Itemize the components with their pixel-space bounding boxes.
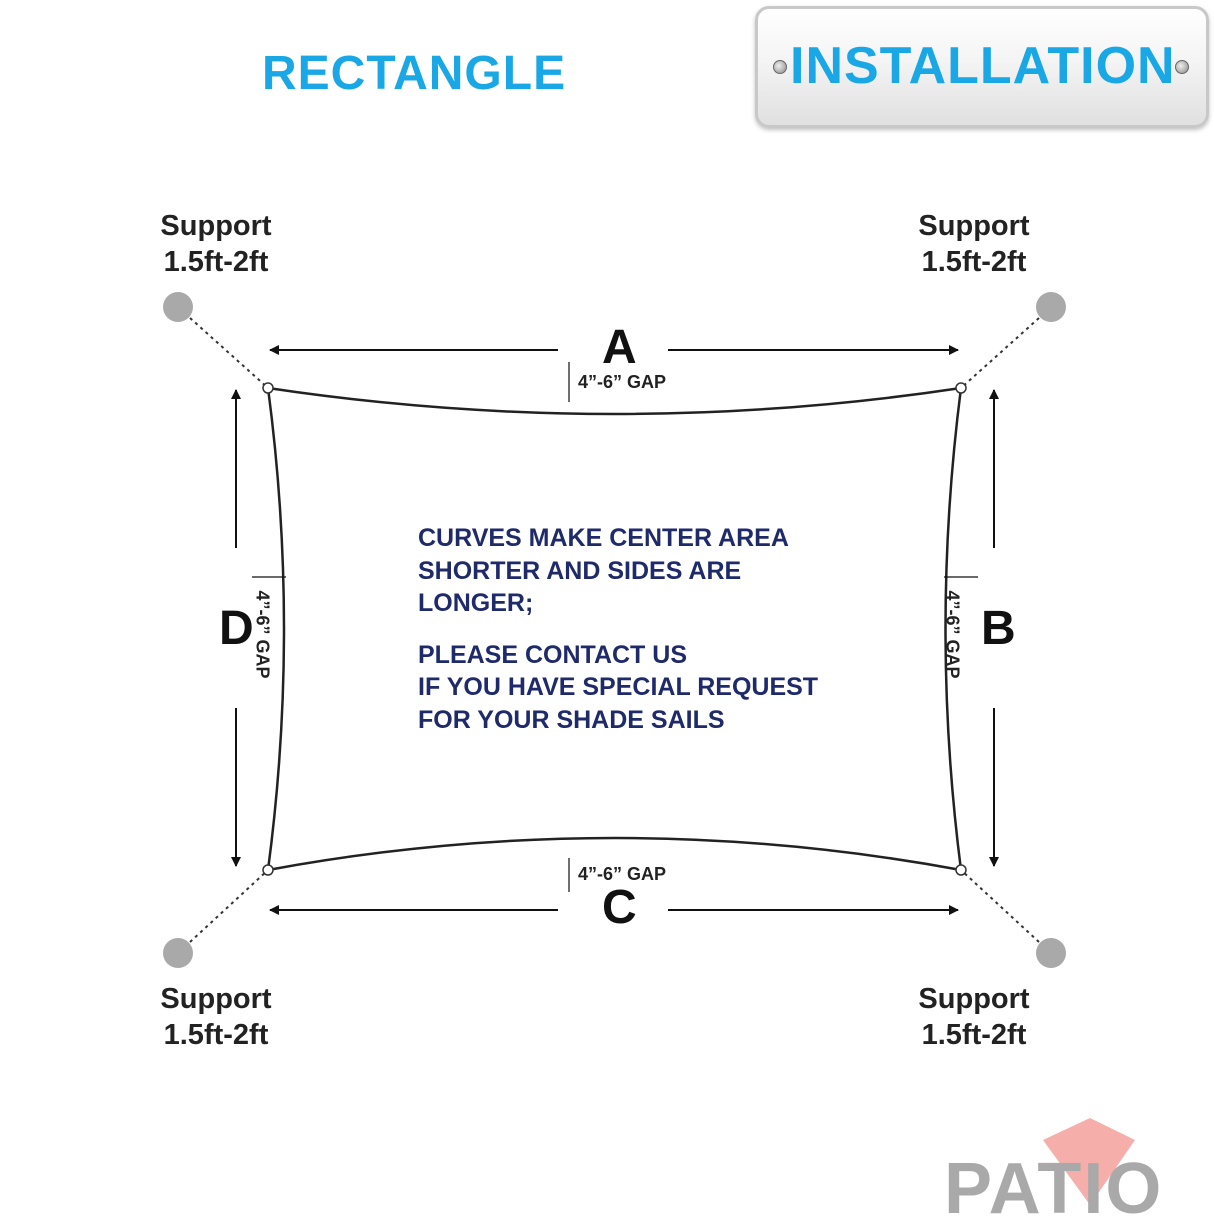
gap-label-left: 4”-6” GAP — [252, 590, 273, 679]
installation-badge-label: INSTALLATION — [790, 37, 1176, 95]
support-label-top-left: Support 1.5ft-2ft — [146, 208, 286, 280]
note-line: CURVES MAKE CENTER AREA — [418, 524, 789, 552]
tension-line — [189, 869, 269, 943]
note-line: FOR YOUR SHADE SAILS — [418, 705, 725, 734]
logo-triangle-icon — [1043, 1118, 1135, 1205]
support-post — [163, 938, 193, 968]
installation-badge — [755, 6, 1209, 128]
d-ring — [262, 382, 274, 394]
note-line: SHORTER AND SIDES ARE — [418, 556, 742, 585]
support-label-bottom-left: Support 1.5ft-2ft — [146, 981, 286, 1053]
support-post — [1036, 292, 1066, 322]
gap-label-right: 4”-6” GAP — [942, 590, 963, 679]
support-distance: 1.5ft-2ft — [921, 1019, 1027, 1051]
note-line: PLEASE CONTACT US — [418, 640, 687, 669]
brand-logo: PATIO — [944, 1149, 1164, 1229]
support-text: Support — [160, 983, 272, 1015]
support-distance: 1.5ft-2ft — [163, 246, 269, 278]
support-text: Support — [160, 210, 272, 242]
d-ring — [955, 864, 967, 876]
support-text: Support — [918, 983, 1030, 1015]
tension-line — [189, 317, 269, 389]
note-line: IF YOU HAVE SPECIAL REQUEST — [418, 673, 819, 701]
gap-label-top: 4”-6” GAP — [578, 372, 667, 392]
screw-icon — [773, 60, 787, 74]
support-distance: 1.5ft-2ft — [163, 1019, 269, 1051]
support-post — [1036, 938, 1066, 968]
note-line: LONGER; — [418, 589, 534, 617]
side-label-c: C — [602, 881, 637, 934]
tension-line — [960, 869, 1040, 943]
d-ring — [955, 382, 967, 394]
side-label-b: B — [981, 602, 1016, 655]
support-text: Support — [918, 210, 1030, 242]
support-label-bottom-right: Support 1.5ft-2ft — [904, 981, 1044, 1053]
side-label-d: D — [219, 602, 254, 655]
tension-line — [960, 317, 1040, 389]
d-ring — [262, 864, 274, 876]
gap-label-bottom: 4”-6” GAP — [578, 864, 667, 884]
screw-icon — [1175, 60, 1189, 74]
side-label-a: A — [602, 321, 637, 374]
diagram-title: RECTANGLE — [262, 47, 567, 100]
installation-note: CURVES MAKE CENTER AREA SHORTER AND SIDE… — [418, 522, 818, 736]
support-label-top-right: Support 1.5ft-2ft — [904, 208, 1044, 280]
support-post — [163, 292, 193, 322]
support-distance: 1.5ft-2ft — [921, 246, 1027, 278]
